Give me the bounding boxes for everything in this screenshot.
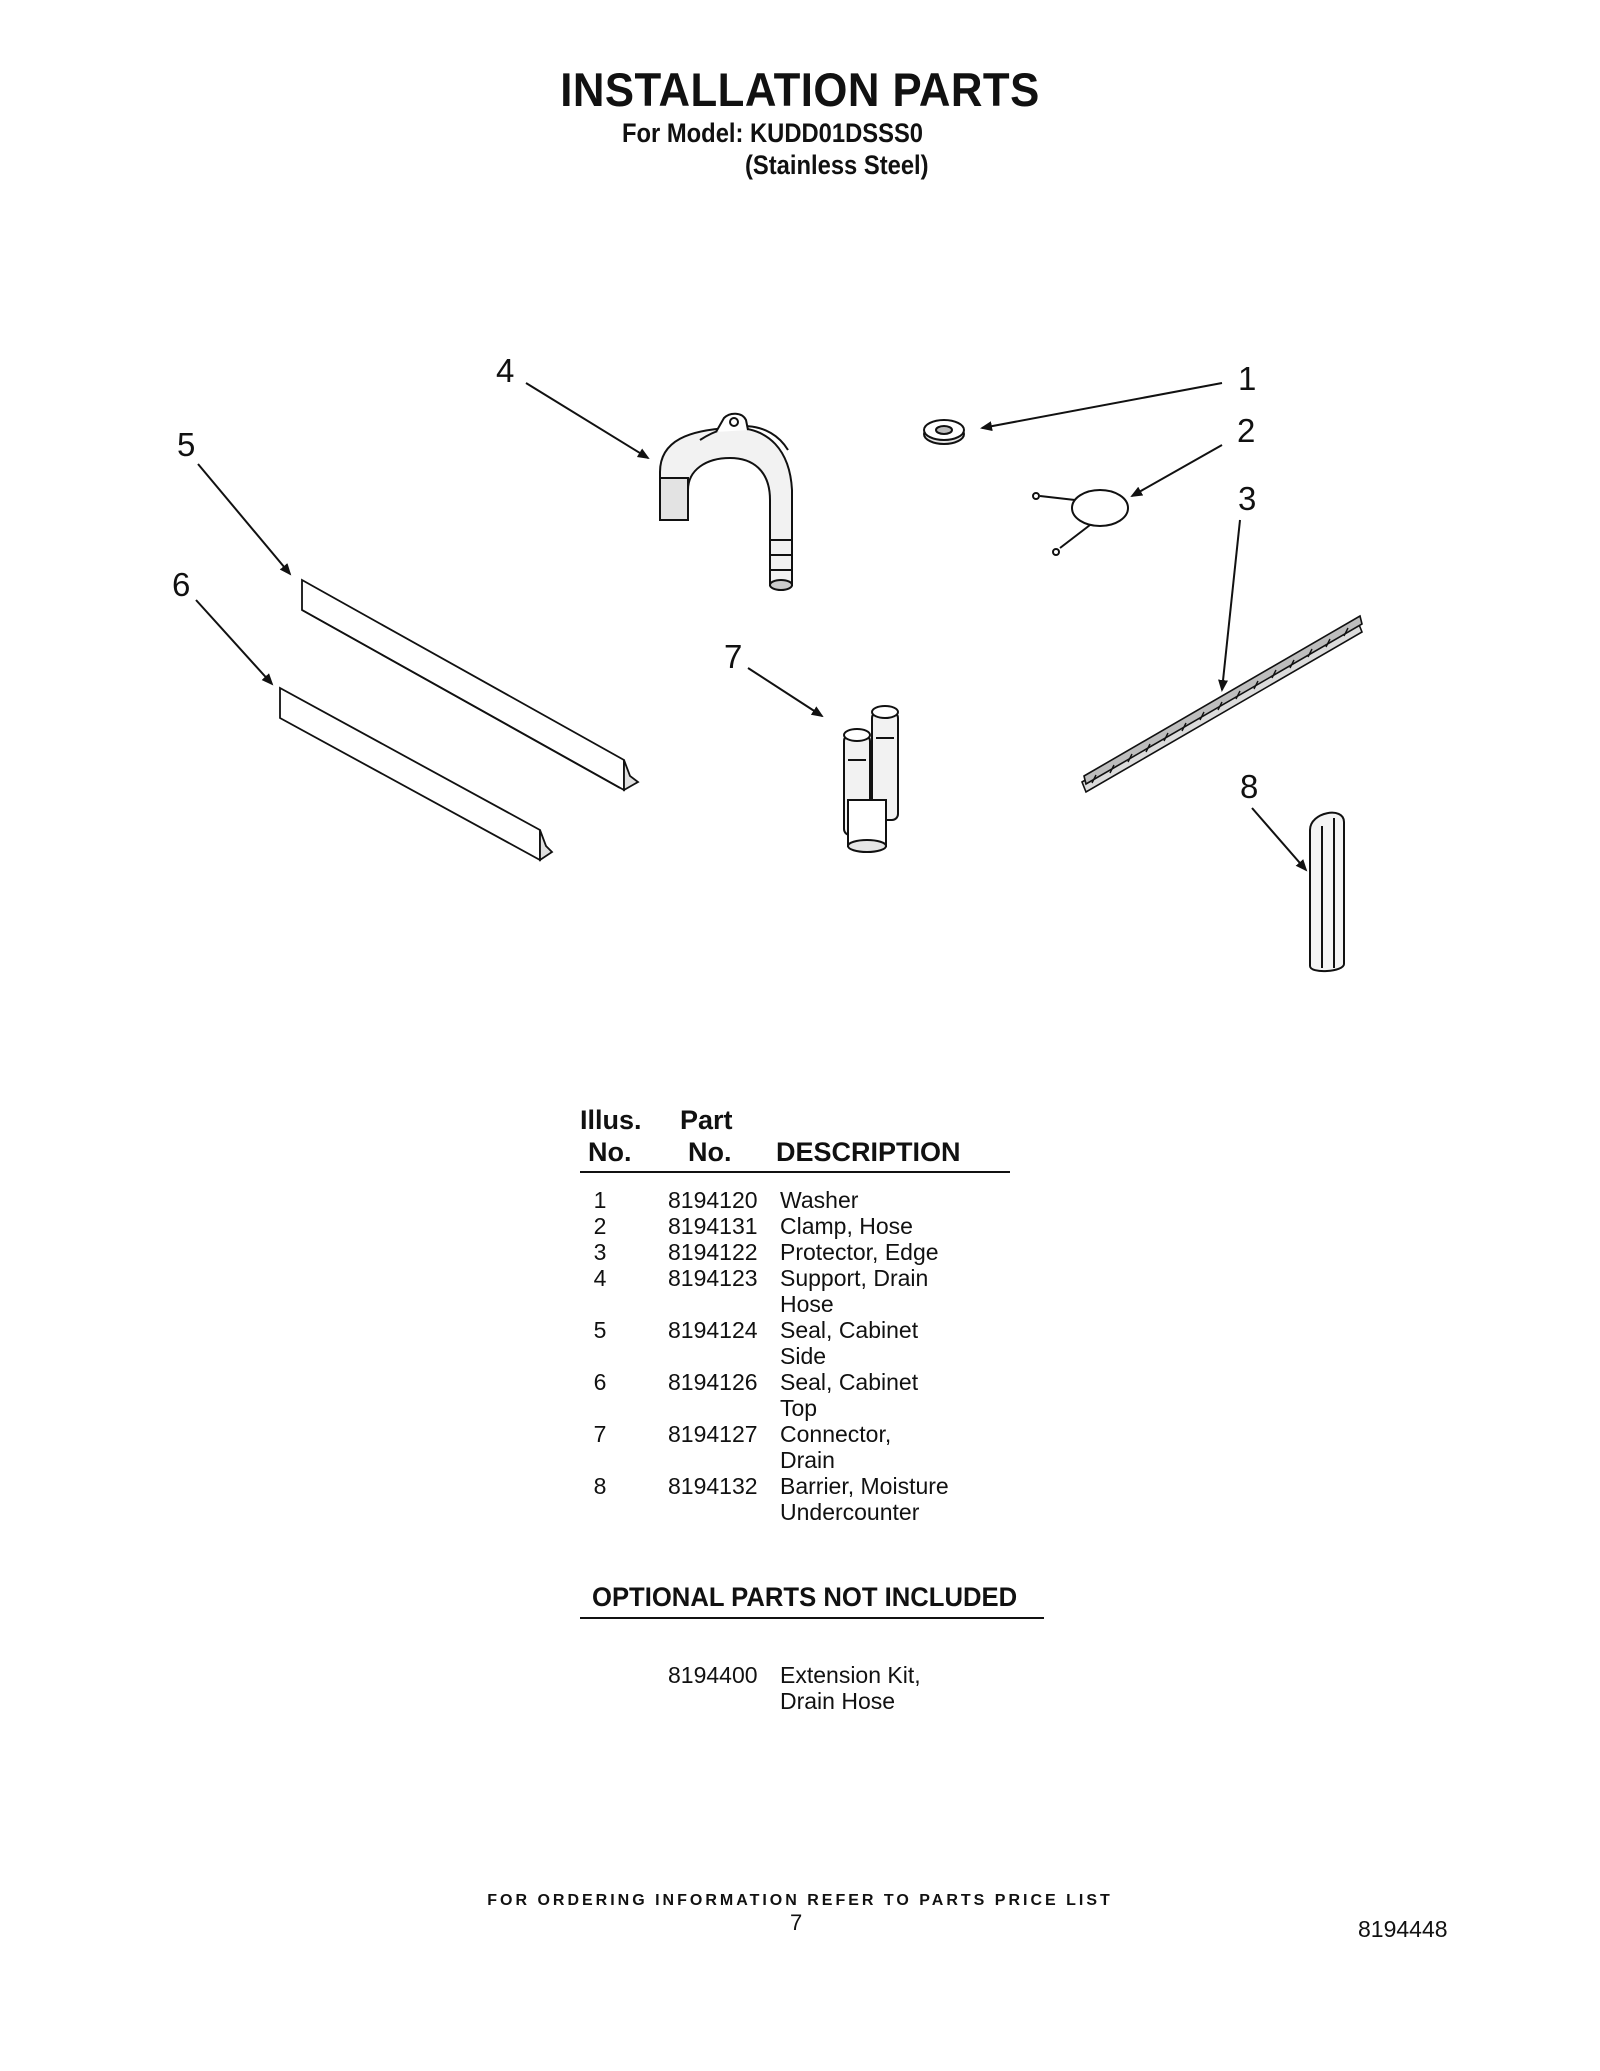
callout-7: 7 [724, 638, 742, 675]
model-line: For Model: KUDD01DSSS0 [622, 118, 924, 148]
moisture-barrier-drawing [1309, 811, 1345, 972]
illus-no: 3 [593, 1239, 607, 1265]
optional-parts-title: OPTIONAL PARTS NOT INCLUDED [592, 1582, 1018, 1612]
illus-no: 2 [593, 1213, 607, 1239]
description: Protector, Edge [780, 1239, 939, 1265]
optional-description: Extension Kit, [780, 1662, 921, 1688]
optional-description-continued: Drain Hose [780, 1688, 896, 1714]
description-continued: Undercounter [780, 1499, 920, 1525]
part-no: 8194120 [668, 1187, 758, 1213]
description-continued: Top [780, 1395, 818, 1421]
callout-4: 4 [496, 352, 514, 389]
description-continued: Side [780, 1343, 827, 1369]
illus-no: 8 [593, 1473, 607, 1499]
header-part-bottom: No. [688, 1137, 732, 1167]
part-no: 8194124 [668, 1317, 758, 1343]
description: Support, Drain [780, 1265, 929, 1291]
edge-protector-drawing [1081, 614, 1363, 794]
illus-no: 4 [593, 1265, 607, 1291]
description: Seal, Cabinet [780, 1317, 919, 1343]
description: Washer [780, 1187, 859, 1213]
part-no: 8194123 [668, 1265, 758, 1291]
drain-connector-drawing [843, 705, 899, 853]
callout-2: 2 [1237, 412, 1255, 449]
cabinet-top-seal-drawing [279, 686, 554, 862]
part-no: 8194131 [668, 1213, 758, 1239]
header-rule [580, 1171, 1010, 1173]
optional-part-row: 8194400 Extension Kit, Drain Hose [668, 1662, 968, 1714]
washer-drawing [923, 419, 965, 445]
hose-clamp-drawing [1032, 489, 1129, 556]
callout-8: 8 [1240, 768, 1258, 805]
part-no: 8194122 [668, 1239, 758, 1265]
description: Clamp, Hose [780, 1213, 913, 1239]
callout-6: 6 [172, 566, 190, 603]
illus-no: 6 [593, 1369, 607, 1395]
finish-line: (Stainless Steel) [745, 150, 929, 180]
illus-no: 1 [593, 1187, 607, 1213]
illus-no: 7 [593, 1421, 607, 1447]
page-title: INSTALLATION PARTS [560, 63, 1040, 116]
illus-no: 5 [593, 1317, 607, 1343]
header-part-top: Part [680, 1105, 733, 1135]
header-illus-top: Illus. [580, 1105, 642, 1135]
callout-3: 3 [1238, 480, 1256, 517]
page-number: 7 [790, 1910, 803, 1935]
ordering-note: FOR ORDERING INFORMATION REFER TO PARTS … [487, 1892, 1113, 1909]
callout-5: 5 [177, 426, 195, 463]
parts-diagram: 1 2 3 4 5 6 7 8 [172, 352, 1363, 972]
part-no: 8194132 [668, 1473, 758, 1499]
description: Seal, Cabinet [780, 1369, 919, 1395]
drain-support-drawing [659, 412, 793, 591]
part-no: 8194127 [668, 1421, 758, 1447]
description: Barrier, Moisture [780, 1473, 949, 1499]
header-description: DESCRIPTION [776, 1137, 961, 1167]
description-continued: Drain [780, 1447, 835, 1473]
document-number: 8194448 [1358, 1916, 1448, 1942]
cabinet-side-seal-drawing [301, 578, 640, 792]
part-no: 8194126 [668, 1369, 758, 1395]
callout-1: 1 [1238, 360, 1256, 397]
header-illus-bottom: No. [588, 1137, 632, 1167]
leader-lines [195, 382, 1308, 872]
optional-parts-rule [580, 1617, 1044, 1619]
description-continued: Hose [780, 1291, 834, 1317]
description: Connector, [780, 1421, 892, 1447]
optional-part-no: 8194400 [668, 1662, 758, 1688]
